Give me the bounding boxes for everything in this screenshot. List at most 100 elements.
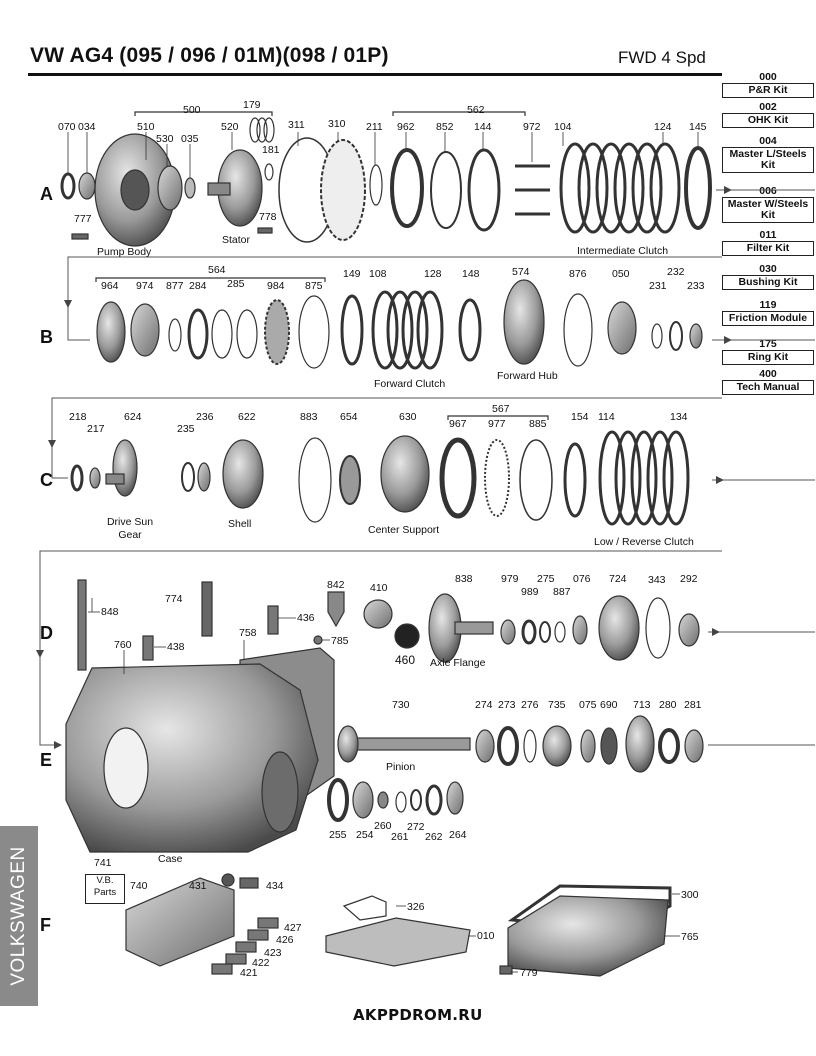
bolt-778 bbox=[257, 227, 273, 234]
part-label: 510 bbox=[137, 121, 155, 133]
kit-label: Bushing Kit bbox=[722, 275, 814, 290]
ring-218 bbox=[70, 464, 84, 492]
drum-964 bbox=[96, 301, 126, 363]
part-label: 967 bbox=[449, 418, 467, 430]
bracket-562 bbox=[392, 111, 526, 116]
part-label: 148 bbox=[462, 268, 480, 280]
part-label: 422 bbox=[252, 957, 270, 969]
part-label: 852 bbox=[436, 121, 454, 133]
ring-887 bbox=[554, 621, 566, 643]
part-label: 217 bbox=[87, 423, 105, 435]
caption-drive-sun-gear: Drive Sun Gear bbox=[106, 516, 154, 541]
bearing-292 bbox=[678, 613, 700, 647]
part-label: 261 bbox=[391, 831, 409, 843]
row-a-parts bbox=[60, 111, 712, 247]
bushing-034 bbox=[78, 172, 96, 200]
footer-watermark: AKPPDROM.RU bbox=[353, 1006, 483, 1024]
part-label: 114 bbox=[598, 411, 615, 423]
sprag-654 bbox=[339, 455, 361, 505]
part-label: 740 bbox=[130, 880, 148, 892]
bearing-264 bbox=[446, 781, 464, 815]
part-label: 076 bbox=[573, 573, 591, 585]
kit-label: P&R Kit bbox=[722, 83, 814, 98]
kit-label: Tech Manual bbox=[722, 380, 814, 395]
part-label: 075 bbox=[579, 699, 597, 711]
part-label: 567 bbox=[492, 403, 510, 415]
part-label: 276 bbox=[521, 699, 539, 711]
part-label: 232 bbox=[667, 266, 685, 278]
part-label: 765 bbox=[681, 931, 699, 943]
part-label: 264 bbox=[449, 829, 467, 841]
row-letter-e: E bbox=[40, 750, 53, 770]
caption-forward-hub: Forward Hub bbox=[497, 370, 558, 382]
clutch-plate-108b bbox=[386, 290, 414, 370]
part-label: 285 bbox=[227, 278, 245, 290]
part-label: 730 bbox=[392, 699, 410, 711]
row-e-parts bbox=[327, 715, 704, 822]
solenoid-427 bbox=[257, 917, 279, 929]
caption-forward-clutch: Forward Clutch bbox=[374, 378, 446, 390]
case-bore bbox=[103, 727, 149, 809]
vb-parts-label: V.B. Parts bbox=[93, 875, 117, 898]
ring-285a bbox=[211, 309, 233, 359]
ring-261 bbox=[395, 791, 407, 813]
part-label: 423 bbox=[264, 947, 282, 959]
band-050 bbox=[607, 301, 637, 355]
kit-code: 006 bbox=[759, 185, 777, 197]
part-label: 654 bbox=[340, 411, 358, 423]
ring-343 bbox=[645, 597, 671, 659]
plug-460 bbox=[394, 623, 420, 649]
ring-285b bbox=[236, 309, 258, 359]
clutch-plate-128b bbox=[416, 290, 444, 370]
part-label: 343 bbox=[648, 574, 666, 586]
part-label: 436 bbox=[297, 612, 315, 624]
oil-pan-765 bbox=[507, 895, 669, 977]
differential-724 bbox=[598, 595, 640, 661]
part-label: 779 bbox=[520, 967, 538, 979]
part-label: 104 bbox=[554, 121, 572, 133]
part-label: 181 bbox=[262, 144, 280, 156]
part-label: 778 bbox=[259, 211, 277, 223]
part-label: 630 bbox=[399, 411, 417, 423]
part-label: 500 bbox=[183, 104, 201, 116]
part-label: 149 bbox=[343, 268, 361, 280]
part-label: 562 bbox=[467, 104, 485, 116]
bushing-236 bbox=[197, 462, 211, 492]
kit-friction-module: 119 Friction Module bbox=[722, 300, 814, 326]
bearing-254 bbox=[352, 781, 374, 819]
solenoid-422 bbox=[225, 953, 247, 965]
pinion-gear bbox=[337, 725, 359, 763]
part-label: 235 bbox=[177, 423, 195, 435]
ring-852 bbox=[430, 151, 462, 229]
spring-plate-984 bbox=[264, 299, 290, 365]
part-label: 624 bbox=[124, 411, 142, 423]
kit-code: 011 bbox=[759, 229, 777, 241]
part-label: 300 bbox=[681, 889, 699, 901]
part-label: 236 bbox=[196, 411, 214, 423]
bracket-564 bbox=[95, 277, 326, 282]
caption-stator: Stator bbox=[222, 234, 251, 246]
axle-flange-shaft bbox=[454, 621, 494, 635]
kit-code: 400 bbox=[759, 368, 777, 380]
part-label: 460 bbox=[395, 653, 416, 667]
caption-pump-body: Pump Body bbox=[97, 246, 152, 258]
kit-label: Master W/Steels Kit bbox=[722, 197, 814, 223]
page-title: VW AG4 (095 / 096 / 01M)(098 / 01P) bbox=[30, 44, 389, 67]
part-label: 281 bbox=[684, 699, 702, 711]
part-label: 622 bbox=[238, 411, 256, 423]
bolt-436 bbox=[267, 605, 279, 635]
ring-179c bbox=[263, 117, 275, 143]
ring-235 bbox=[181, 462, 195, 492]
part-label: 233 bbox=[687, 280, 705, 292]
page-subtitle: FWD 4 Spd bbox=[618, 48, 706, 67]
gear-690 bbox=[600, 727, 618, 765]
part-label: 735 bbox=[548, 699, 566, 711]
ring-272 bbox=[410, 789, 422, 811]
part-label: 885 bbox=[529, 418, 547, 430]
clutch-plate-114a bbox=[598, 430, 626, 526]
kit-label: Filter Kit bbox=[722, 241, 814, 256]
part-label: 838 bbox=[455, 573, 473, 585]
kit-code: 002 bbox=[759, 101, 777, 113]
row-letter-a: A bbox=[40, 184, 53, 204]
